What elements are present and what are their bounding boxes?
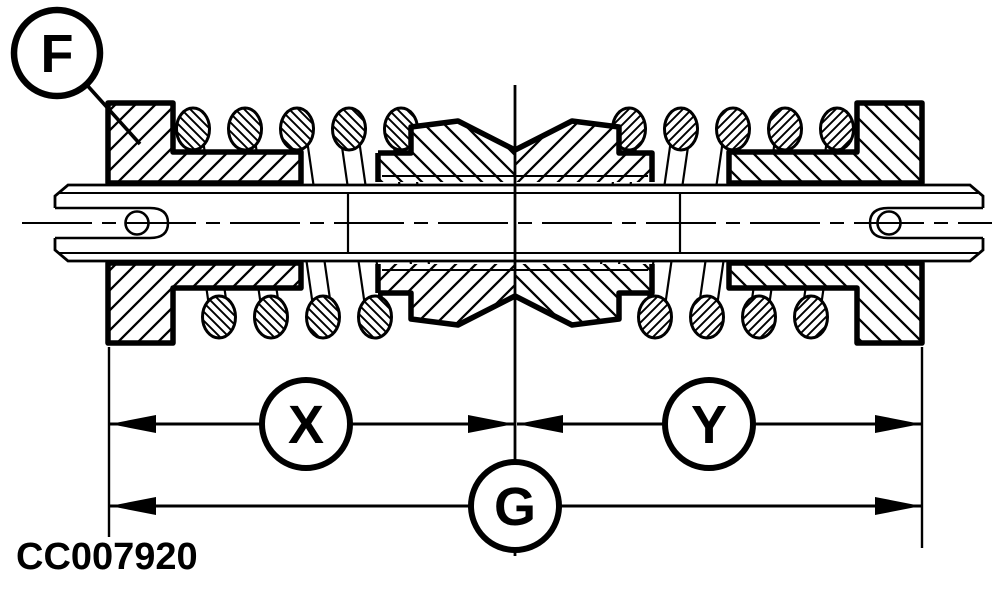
dimension-x-circle [259, 377, 353, 471]
dimension-g-arrow-right [875, 497, 921, 515]
dimension-g-circle [468, 459, 562, 553]
dimension-y-arrow-right [875, 415, 921, 433]
dimension-g-arrow-left [110, 497, 156, 515]
left-end-cap-bottom [105, 260, 304, 346]
dimension-x-arrow-right [468, 415, 514, 433]
dimension-y-label: Y [691, 395, 727, 455]
dimension-y: Y [517, 377, 921, 471]
right-end-cap-bottom [726, 260, 925, 346]
dimension-x: X [110, 377, 514, 471]
sleeve-top-outline [375, 118, 655, 182]
spring-right-coils [611, 106, 855, 340]
left-end-cap [105, 100, 304, 346]
f-callout-circle [10, 6, 104, 100]
part-code: CC007920 [16, 536, 198, 578]
right-end-cap [726, 100, 925, 346]
dimension-x-label: X [288, 395, 324, 455]
left-end-cap-top [105, 100, 304, 186]
f-callout-label: F [41, 24, 74, 84]
sleeve-bottom-outline [375, 264, 655, 328]
f-callout: F [10, 6, 142, 146]
dimension-y-circle [662, 377, 756, 471]
center-sleeve [375, 118, 655, 328]
dimension-g: G [110, 459, 921, 553]
shaft-outline [53, 183, 985, 263]
f-leader-line [84, 82, 142, 146]
dimension-x-arrow-left [110, 415, 156, 433]
right-end-cap-top [726, 100, 925, 186]
dimension-g-label: G [494, 477, 536, 537]
dimension-y-arrow-left [517, 415, 563, 433]
